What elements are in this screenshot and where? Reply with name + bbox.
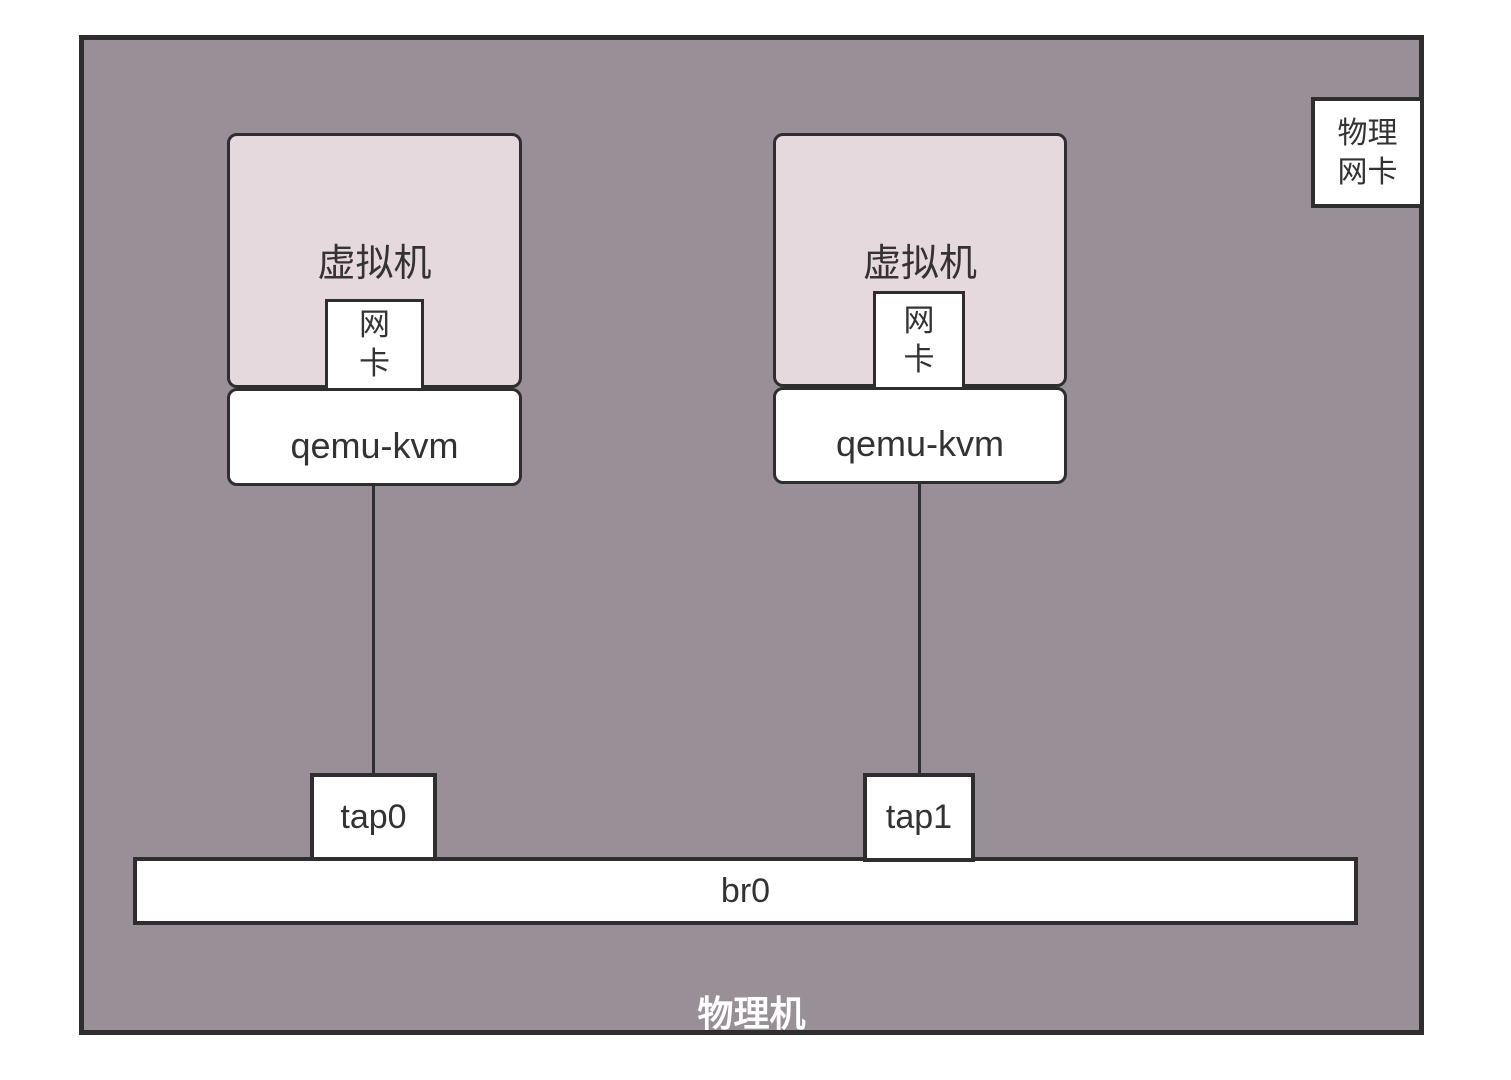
tap0-box: tap0 <box>310 773 437 861</box>
physical-host-label: 物理机 <box>697 993 806 1035</box>
tap1-box: tap1 <box>863 773 975 862</box>
connector-line-qemu1-tap0 <box>372 486 375 775</box>
physical-nic-box: 物理 网卡 <box>1311 97 1424 208</box>
vm-label-1: 虚拟机 <box>317 243 432 285</box>
vm-label-2: 虚拟机 <box>862 243 977 285</box>
connector-line-qemu2-tap1 <box>918 484 921 775</box>
vm-nic-box-2: 网 卡 <box>873 291 965 390</box>
vm-nic-box-1: 网 卡 <box>325 299 424 391</box>
qemu-kvm-box-1: qemu-kvm <box>227 388 522 486</box>
bridge-br0-bar: br0 <box>133 857 1358 925</box>
qemu-kvm-box-2: qemu-kvm <box>773 387 1067 484</box>
